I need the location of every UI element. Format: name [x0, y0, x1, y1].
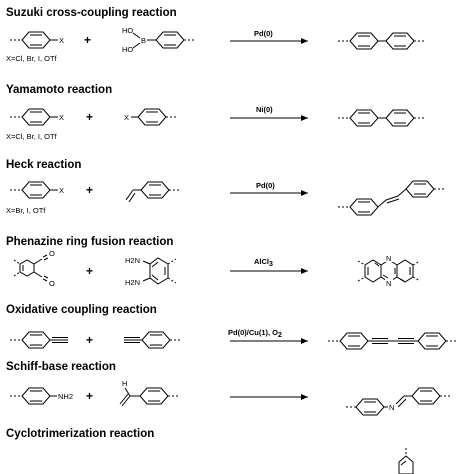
yamamoto-catalyst: Ni(0): [256, 105, 273, 114]
suzuki-title: Suzuki cross-coupling reaction: [6, 7, 177, 19]
plus-sign: +: [86, 183, 93, 197]
heck-substituent-note: X=Br, I, OTf: [6, 206, 46, 215]
heck-catalyst: Pd(0): [256, 181, 275, 190]
oxidative-product-diyne: [328, 332, 458, 350]
svg-text:X: X: [59, 186, 64, 195]
oxidative-alkyne-2: [124, 331, 182, 349]
halide-label: X: [59, 36, 64, 45]
suzuki-aryl-halide: X: [10, 31, 64, 49]
svg-text:X: X: [59, 113, 64, 122]
suzuki-boronic-acid: HO B HO: [122, 26, 194, 54]
schiff-base-title: Schiff-base reaction: [6, 361, 116, 373]
svg-text:H2N: H2N: [125, 256, 140, 265]
phenazine-diamine: H2N H2N: [125, 256, 177, 287]
svg-text:H: H: [122, 379, 127, 388]
yamamoto-title: Yamamoto reaction: [6, 84, 112, 96]
heck-aryl-halide: X: [10, 181, 64, 199]
schiff-product-imine: N: [346, 387, 452, 416]
heck-product-stilbene: [338, 180, 446, 216]
oxidative-catalyst: Pd(0)/Cu(1), O2: [228, 328, 282, 339]
suzuki-catalyst: Pd(0): [254, 29, 273, 38]
phenazine-catalyst: AlCl3: [254, 257, 273, 268]
svg-text:NH2: NH2: [58, 392, 73, 401]
heck-reaction: Heck reaction X X=Br, I, OTf + Pd(0): [6, 159, 446, 216]
yamamoto-substituent-note: X=Cl, Br, I, OTf: [6, 132, 58, 141]
suzuki-substituent-note: X=Cl, Br, I, OTf: [6, 54, 58, 63]
phenazine-product: N N: [357, 254, 421, 288]
plus-sign: +: [86, 264, 93, 278]
suzuki-reaction: Suzuki cross-coupling reaction X X=Cl, B…: [6, 7, 426, 63]
svg-text:N: N: [389, 403, 394, 412]
svg-text:O: O: [49, 249, 55, 258]
cyclotrimerization-title: Cyclotrimerization reaction: [6, 428, 154, 440]
plus-sign: +: [86, 333, 93, 347]
phenazine-reaction: Phenazine ring fusion reaction O O + H2N…: [6, 236, 421, 288]
svg-text:N: N: [386, 254, 391, 263]
oxidative-alkyne-1: [10, 331, 68, 349]
phenazine-diketone: O O: [13, 249, 55, 288]
phenazine-title: Phenazine ring fusion reaction: [6, 236, 173, 248]
suzuki-product-biphenyl: [338, 32, 426, 50]
plus-sign: +: [86, 110, 93, 124]
cyclotrimerization-product-partial: [398, 448, 414, 474]
yamamoto-aryl-halide-2: X: [124, 108, 178, 126]
svg-text:HO: HO: [122, 45, 133, 54]
schiff-aldehyde: H: [119, 379, 180, 407]
schiff-base-reaction: Schiff-base reaction NH2 + H: [6, 361, 452, 416]
svg-text:X: X: [124, 113, 129, 122]
svg-text:N: N: [386, 279, 391, 288]
yamamoto-aryl-halide-1: X: [10, 108, 64, 126]
oxidative-coupling-title: Oxidative coupling reaction: [6, 304, 157, 316]
cyclotrimerization-reaction: Cyclotrimerization reaction: [6, 428, 414, 474]
schiff-amine: NH2: [10, 387, 73, 405]
plus-sign: +: [84, 33, 91, 47]
plus-sign: +: [86, 389, 93, 403]
yamamoto-reaction: Yamamoto reaction X X=Cl, Br, I, OTf + X…: [6, 84, 426, 141]
heck-title: Heck reaction: [6, 159, 81, 171]
yamamoto-product-biphenyl: [338, 109, 426, 127]
svg-text:O: O: [49, 279, 55, 288]
svg-text:B: B: [141, 36, 146, 45]
oxidative-coupling-reaction: Oxidative coupling reaction + Pd(0)/Cu(1…: [6, 304, 458, 350]
heck-styrene: [125, 181, 181, 203]
svg-text:HO: HO: [122, 26, 133, 35]
svg-text:H2N: H2N: [125, 278, 140, 287]
